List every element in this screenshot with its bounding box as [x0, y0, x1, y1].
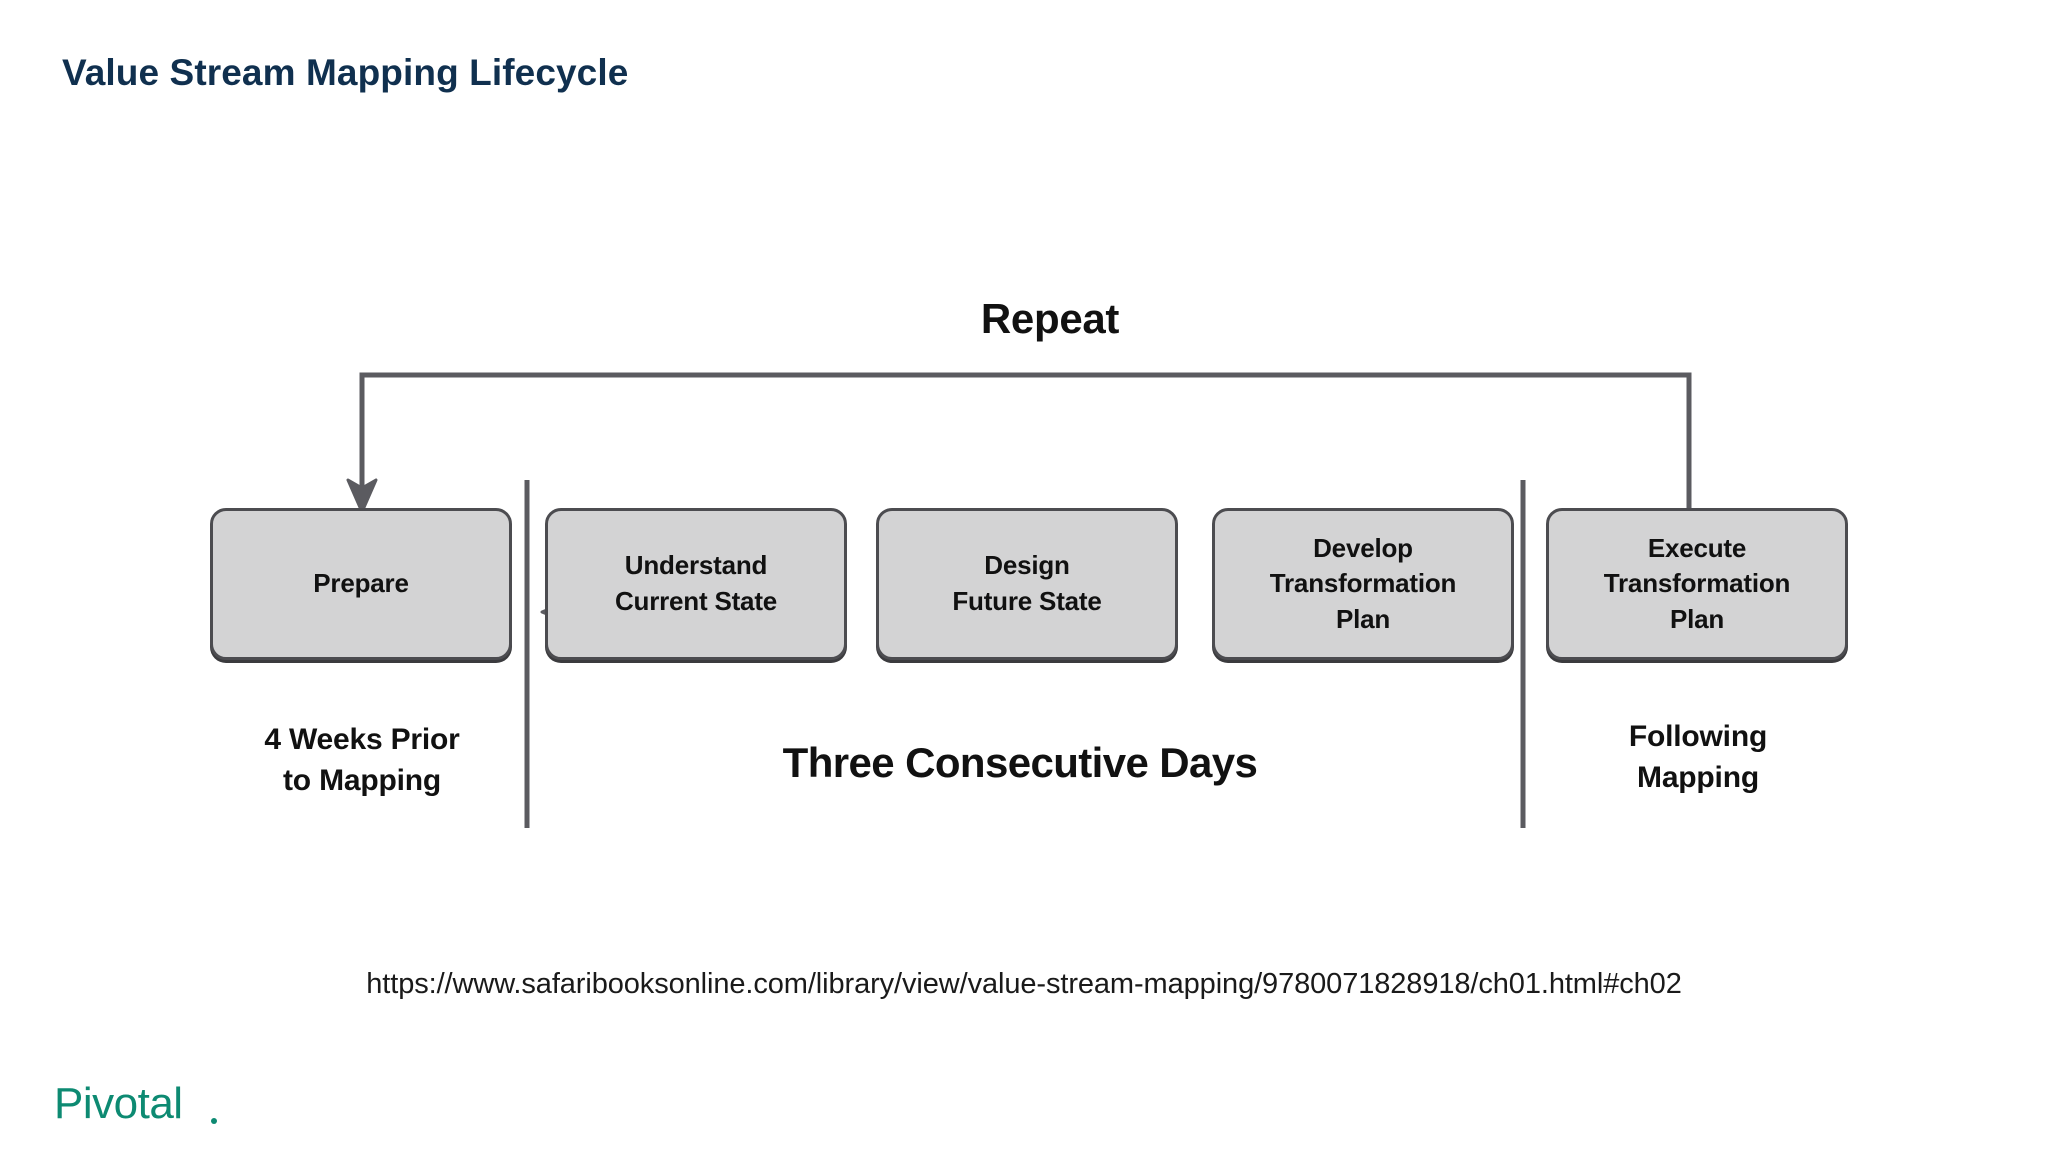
annotation-three-consecutive-days: Three Consecutive Days	[782, 739, 1258, 786]
page-title: Value Stream Mapping Lifecycle	[62, 52, 629, 93]
repeat-label: Repeat	[980, 295, 1120, 342]
pivotal-logo-registered-dot	[211, 1118, 217, 1124]
pivotal-logo-text: Pivotal	[54, 1079, 183, 1128]
process-box-prepare[interactable]: Prepare	[210, 508, 512, 660]
pivotal-logo: Pivotal	[54, 1080, 254, 1132]
process-box-label: Prepare	[313, 568, 409, 599]
repeat-loop-arrow	[359, 372, 1692, 508]
repeat-arrowhead	[346, 478, 378, 514]
source-url[interactable]: https://www.safaribooksonline.com/librar…	[366, 968, 1682, 1000]
